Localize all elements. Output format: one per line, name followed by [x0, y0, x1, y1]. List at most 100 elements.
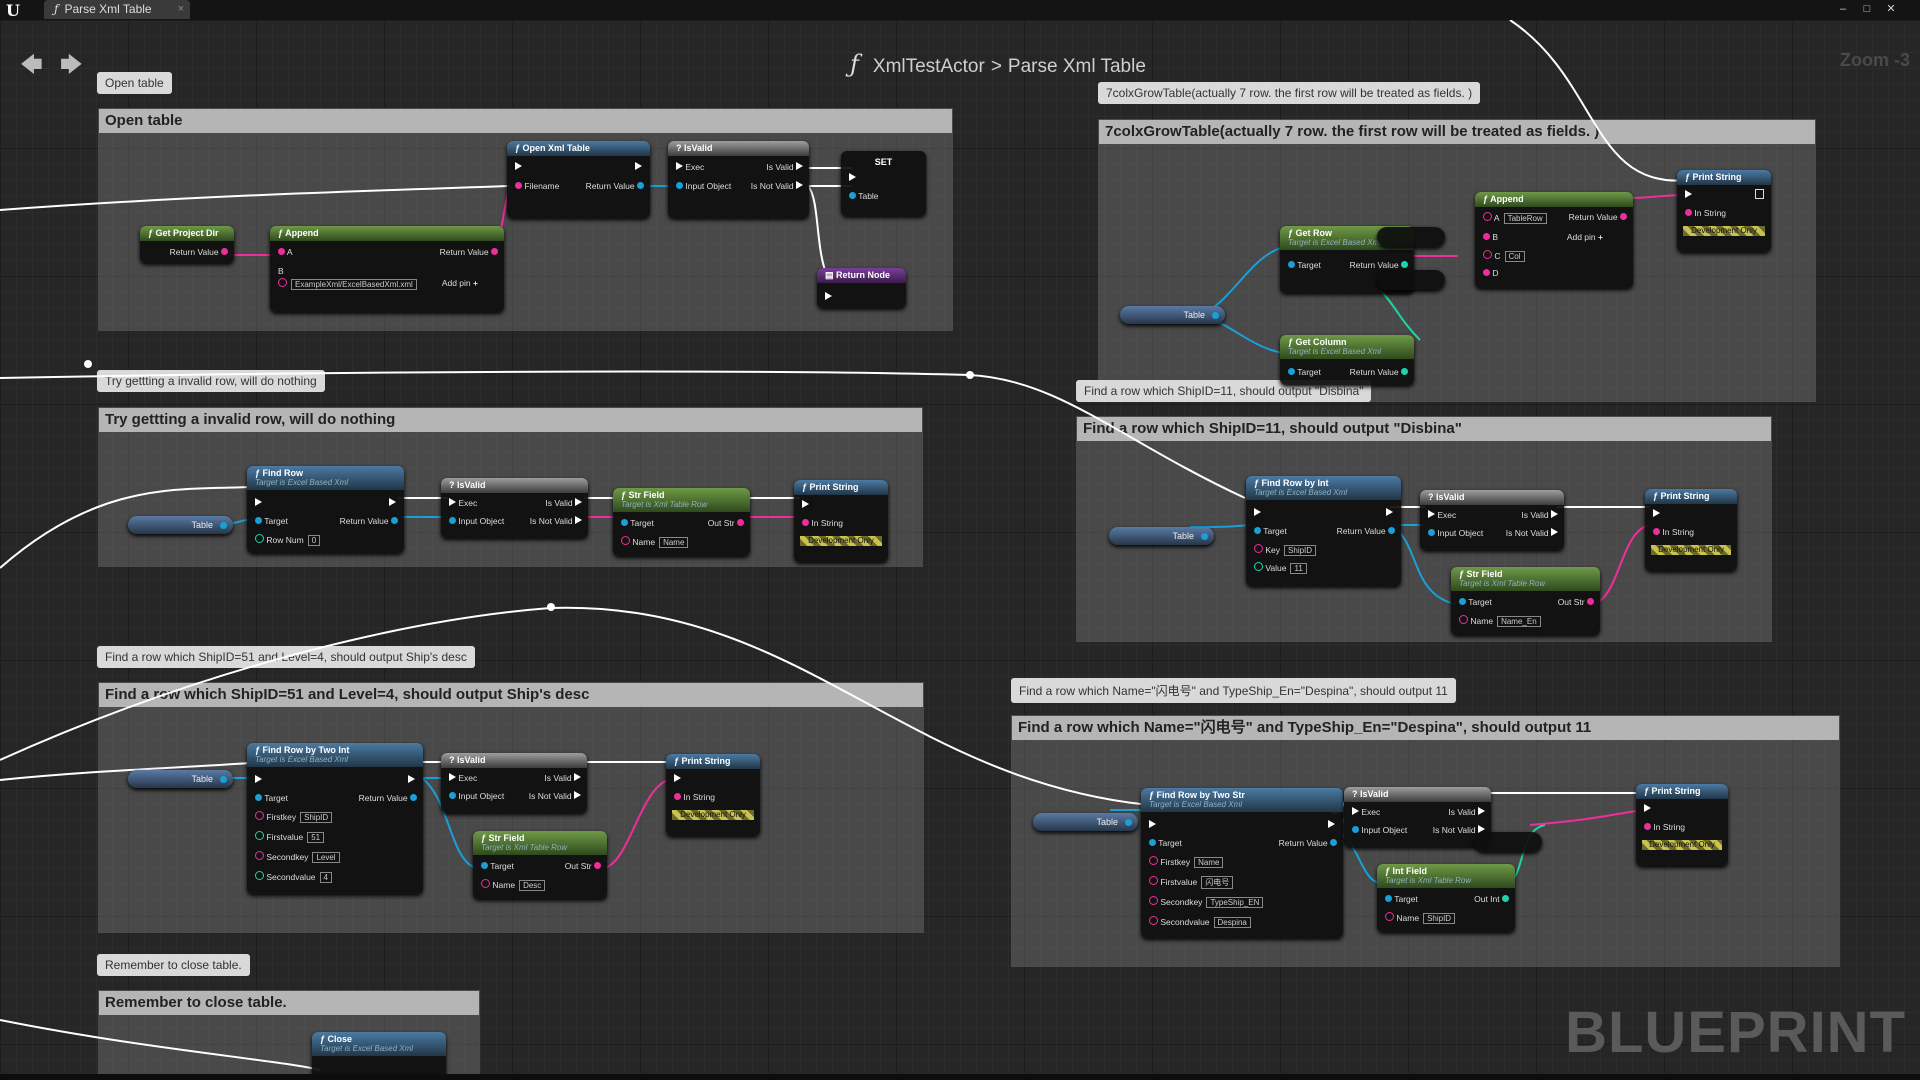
maximize-button[interactable]: □: [1863, 3, 1871, 15]
pin-exec-out[interactable]: [1386, 508, 1393, 518]
back-arrow-icon[interactable]: 🡄: [20, 52, 43, 77]
pin-exec[interactable]: Exec: [1428, 510, 1456, 520]
pin-filename[interactable]: Filename: [515, 181, 559, 191]
pin-is-valid[interactable]: Is Valid: [544, 773, 581, 783]
pin-return-value[interactable]: Return Value: [359, 793, 417, 803]
pin-target[interactable]: Target: [1288, 260, 1321, 270]
conversion-int-to-string[interactable]: [1377, 227, 1445, 247]
variable-table[interactable]: Table: [1033, 813, 1138, 831]
pin-input-object[interactable]: Input Object: [1352, 825, 1407, 835]
pin-return-value[interactable]: Return Value: [586, 181, 644, 191]
comment-box-grow[interactable]: 7colxGrowTable(actually 7 row. the first…: [1098, 119, 1816, 402]
pin-in-string[interactable]: In String: [674, 792, 715, 802]
node-open-xml-table[interactable]: ƒ Open Xml Table Filename Return Value: [507, 141, 650, 218]
pin-exec-out[interactable]: [389, 498, 396, 508]
node-return[interactable]: ▤ Return Node: [817, 268, 906, 308]
close-window-button[interactable]: ✕: [1886, 3, 1896, 15]
node-append[interactable]: ƒ Append A Return Value B ExampleXml/Exc…: [270, 226, 504, 312]
pin-in-string[interactable]: In String: [1685, 208, 1726, 218]
add-pin-button[interactable]: Add pin +: [1566, 232, 1603, 242]
node-is-valid[interactable]: ? IsValid Exec Is Valid Input Object Is …: [668, 141, 809, 218]
comment-bubble[interactable]: Find a row which ShipID=11, should outpu…: [1076, 380, 1372, 402]
conversion-int-to-string[interactable]: [1474, 832, 1542, 852]
pin-out-str[interactable]: Out Str: [1558, 597, 1594, 607]
pin-target[interactable]: Target: [255, 793, 288, 803]
add-pin-button[interactable]: Add pin +: [441, 278, 478, 288]
node-print-string[interactable]: ƒ Print String In String Development Onl…: [1636, 784, 1728, 866]
pin-return-value[interactable]: Return Value: [440, 247, 498, 257]
pin-out-int[interactable]: Out Int: [1474, 894, 1509, 904]
node-is-valid[interactable]: ? IsValid Exec Is Valid Input Object Is …: [441, 478, 588, 538]
pin-target[interactable]: Target: [1385, 894, 1418, 904]
comment-bubble[interactable]: Remember to close table.: [97, 954, 250, 976]
comment-bubble[interactable]: Find a row which Name="闪电号" and TypeShip…: [1011, 678, 1456, 703]
pin-input-object[interactable]: Input Object: [1428, 528, 1483, 538]
pin-return-value[interactable]: Return Value: [1569, 212, 1627, 222]
node-get-project-dir[interactable]: ƒ Get Project Dir Return Value: [140, 226, 234, 263]
comment-bubble[interactable]: Open table: [97, 72, 172, 94]
pin-exec-in[interactable]: [255, 775, 262, 785]
pin-target[interactable]: Target: [621, 518, 654, 528]
pin-in-string[interactable]: In String: [1644, 822, 1685, 832]
node-print-string[interactable]: ƒ Print String In String Development Onl…: [1677, 170, 1771, 252]
pin-is-valid[interactable]: Is Valid: [766, 162, 803, 172]
pin-input-object[interactable]: Input Object: [449, 516, 504, 526]
pin-exec-out[interactable]: [1755, 189, 1764, 200]
pin-in-string[interactable]: In String: [1653, 527, 1694, 537]
pin-exec-in[interactable]: [1254, 508, 1261, 518]
pin-exec-in[interactable]: [255, 498, 262, 508]
pin-exec-in[interactable]: [1644, 804, 1651, 814]
pin-target[interactable]: Target: [255, 516, 288, 526]
breadcrumb-owner[interactable]: XmlTestActor: [872, 56, 985, 77]
pin-exec-in[interactable]: [674, 774, 681, 784]
node-is-valid[interactable]: ? IsValid Exec Is Valid Input Object Is …: [441, 753, 587, 813]
node-print-string[interactable]: ƒ Print String In String Development Onl…: [1645, 489, 1737, 571]
pin-exec[interactable]: Exec: [676, 162, 704, 172]
pin-exec-in[interactable]: [1149, 820, 1156, 830]
unreal-logo-icon[interactable]: U: [6, 1, 20, 20]
pin-d[interactable]: D: [1483, 268, 1499, 278]
pin-is-not-valid[interactable]: Is Not Valid: [529, 791, 581, 801]
pin-target[interactable]: Target: [1459, 597, 1492, 607]
pin-exec[interactable]: Exec: [449, 498, 477, 508]
pin-exec-in[interactable]: [515, 162, 522, 172]
pin-a[interactable]: A: [278, 247, 293, 257]
node-is-valid[interactable]: ? IsValid Exec Is Valid Input Object Is …: [1344, 787, 1491, 847]
node-print-string[interactable]: ƒ Print String In String Development Onl…: [666, 754, 760, 836]
pin-exec[interactable]: Exec: [1352, 807, 1380, 817]
pin-b[interactable]: B: [1483, 232, 1498, 242]
pin-b[interactable]: B: [278, 266, 284, 276]
pin-exec-out[interactable]: [635, 162, 642, 172]
pin-out-str[interactable]: Out Str: [565, 861, 601, 871]
pin-exec[interactable]: Exec: [449, 773, 477, 783]
pin-return-value[interactable]: Return Value: [1279, 838, 1337, 848]
pin-in-string[interactable]: In String: [802, 518, 843, 528]
pin-input-object[interactable]: Input Object: [676, 181, 731, 191]
variable-table[interactable]: Table: [128, 770, 233, 788]
forward-arrow-icon[interactable]: 🡆: [60, 52, 83, 77]
pin-target[interactable]: Target: [1288, 367, 1321, 377]
pin-exec-in[interactable]: [802, 500, 809, 510]
